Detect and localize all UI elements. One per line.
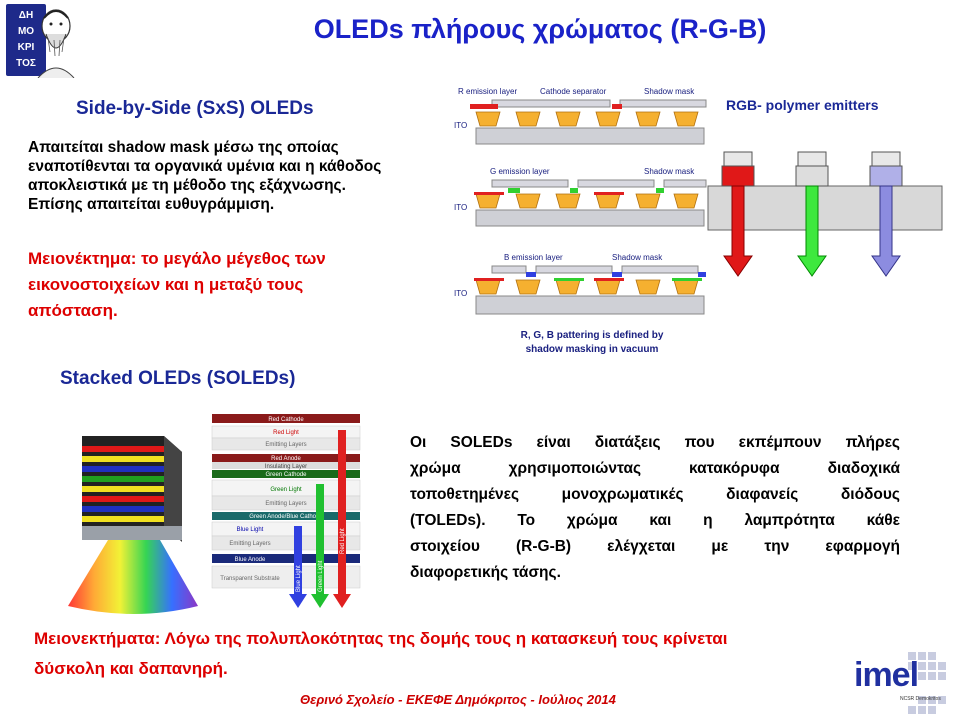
shadow-mask-label-2: Shadow mask: [644, 167, 695, 176]
svg-text:Blue Anode: Blue Anode: [235, 557, 266, 563]
shadow-mask-2: [491, 179, 569, 188]
blue-light-arrow: [289, 526, 307, 608]
page-title: OLEDs πλήρους χρώματος (R-G-B): [313, 14, 767, 44]
shadow-mask-label-3: Shadow mask: [612, 253, 663, 262]
blue-emission-2: [612, 272, 622, 277]
blue-arrow: [871, 185, 901, 277]
green-emission-1: [508, 188, 520, 193]
shadow-mask-1b: [619, 99, 707, 108]
red-emitter: [721, 165, 755, 187]
svg-text:Transparent Substrate: Transparent Substrate: [220, 576, 280, 582]
blue-emitter: [869, 165, 903, 187]
red-light-arrow: [333, 430, 351, 608]
shadow-mask-2b: [577, 179, 655, 188]
svg-text:Emitting Layers: Emitting Layers: [265, 501, 306, 507]
layer-red-cathode: [212, 414, 360, 423]
svg-text:Green Light: Green Light: [270, 487, 302, 493]
logo-letters: ΔΗ ΜΟ ΚΡΙ ΤΟΣ: [16, 10, 36, 69]
light-cone: [68, 540, 198, 614]
stacked-layers-schematic: Red Cathode Red Light Emitting Layers Re…: [211, 414, 361, 608]
green-emission-3: [656, 188, 664, 193]
soled-description: Οι SOLEDs είναι διατάξεις που εκπέμπουν …: [410, 434, 900, 581]
svg-text:Emitting Layers: Emitting Layers: [265, 442, 306, 448]
pillars-row-1: [475, 111, 699, 127]
red-light-arrow-label: Red Light: [340, 528, 346, 554]
green-emission-2: [570, 188, 578, 193]
demokritos-logo: ΔΗ ΜΟ ΚΡΙ ΤΟΣ: [6, 4, 46, 76]
layer-blue-anode: [212, 554, 360, 563]
shadow-mask-2c: [663, 179, 707, 188]
ito-label-3: ITO: [454, 289, 467, 298]
diagram-caption-2: shadow masking in vacuum: [526, 344, 659, 355]
svg-text:Red Light: Red Light: [273, 430, 299, 436]
layer-insulating: [212, 462, 360, 469]
ito-label-1: ITO: [454, 121, 467, 130]
shadow-mask-1: [491, 99, 611, 108]
green-arrow: [797, 185, 827, 277]
sxs-description: Απαιτείται shadow mask μέσω της οποίας ε…: [28, 139, 382, 213]
substrate-2: [475, 209, 705, 227]
rgb-title: RGB- polymer emitters: [726, 97, 879, 113]
b-emission-label: B emission layer: [504, 253, 563, 262]
blue-light-arrow-label: Blue Light: [296, 565, 302, 592]
substrate-1: [475, 127, 705, 145]
layer-green-cathode: [212, 470, 360, 478]
blue-emission-1: [526, 272, 536, 277]
svg-text:Emitting Layers: Emitting Layers: [229, 541, 270, 547]
layer-green-anode-blue-cathode: [212, 512, 360, 520]
blue-emission-3: [698, 272, 706, 277]
footer-text: Θερινό Σχολείο - ΕΚΕΦΕ Δημόκριτος - Ιούλ…: [300, 692, 616, 707]
r-emission-label: R emission layer: [458, 87, 517, 96]
layer-emitting-1: [211, 437, 361, 451]
svg-text:Insulating Layer: Insulating Layer: [265, 464, 307, 470]
svg-text:Red Cathode: Red Cathode: [268, 417, 304, 423]
sxs-heading: Side-by-Side (SxS) OLEDs: [76, 98, 314, 119]
green-light-arrow: [311, 484, 329, 608]
imel-grid-icon: [908, 652, 946, 714]
imel-wordmark: imel: [854, 656, 919, 694]
red-emission-2: [612, 104, 622, 109]
red-emission-1: [470, 104, 498, 109]
shadow-mask-3b: [535, 265, 613, 274]
svg-text:Green Cathode: Green Cathode: [265, 472, 307, 478]
layer-blue-light: [211, 521, 361, 537]
soled-heading: Stacked OLEDs (SOLEDs): [60, 368, 296, 389]
substrate-3: [475, 295, 705, 315]
svg-text:Red Anode: Red Anode: [271, 456, 301, 462]
imel-logo: imel NCSR Demokritos: [848, 652, 956, 714]
stacked-device-illustration: [68, 436, 198, 614]
ito-label-2: ITO: [454, 203, 467, 212]
pillars-row-2: [475, 193, 699, 209]
svg-text:Green Anode/Blue Cathode: Green Anode/Blue Cathode: [249, 514, 323, 520]
shadow-mask-3c: [621, 265, 699, 274]
shadow-mask-3: [491, 265, 527, 274]
g-emission-label: G emission layer: [490, 167, 550, 176]
imel-subtext: NCSR Demokritos: [900, 696, 941, 702]
green-emitter: [795, 165, 829, 187]
glass-substrate: [707, 185, 943, 231]
shadow-mask-label-1: Shadow mask: [644, 87, 695, 96]
green-light-arrow-label: Green Light: [318, 560, 324, 592]
rgb-polymer-diagram: RGB- polymer emitters: [707, 97, 943, 277]
layer-red-anode: [212, 454, 360, 462]
soled-drawback: Μειονεκτήματα: Λόγω της πολυπλοκότητας τ…: [34, 629, 728, 678]
svg-text:Blue Light: Blue Light: [237, 527, 264, 533]
shadow-mask-diagram: R emission layer Cathode separator Shado…: [454, 87, 707, 355]
cathode-separator-label: Cathode separator: [540, 87, 607, 96]
diagram-caption-1: R, G, B pattering is defined by: [521, 330, 664, 341]
sxs-drawback: Μειονέκτημα: το μεγάλο μέγεθος των εικον…: [28, 249, 326, 320]
red-arrow: [723, 185, 753, 277]
layer-stack: [82, 436, 182, 542]
democritus-portrait: [37, 9, 75, 78]
pillars-row-3: [475, 279, 699, 295]
